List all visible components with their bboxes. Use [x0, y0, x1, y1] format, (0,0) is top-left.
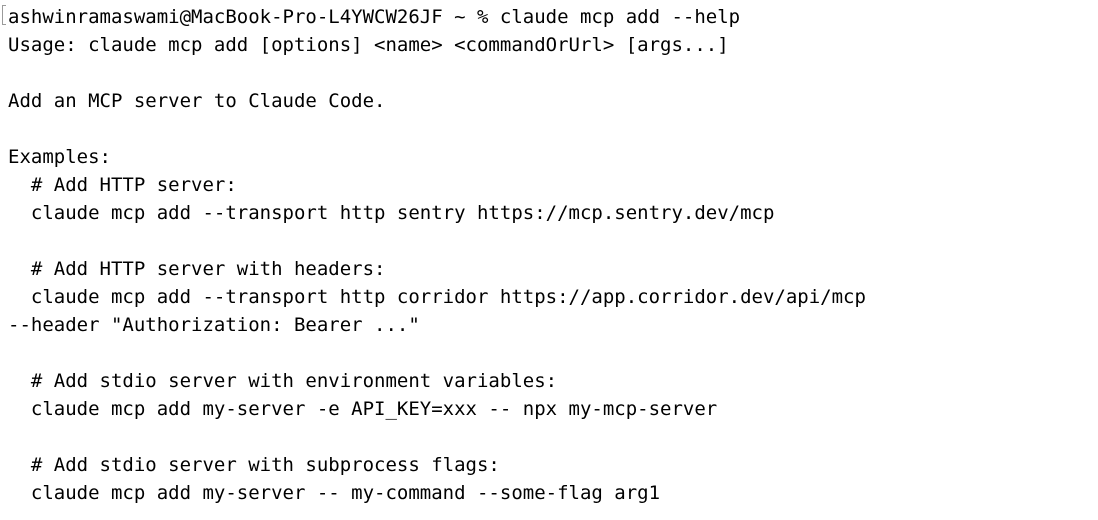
- examples-heading: Examples:: [8, 146, 111, 168]
- selection-bracket-icon: [2, 5, 6, 25]
- example-command-http-headers: claude mcp add --transport http corridor…: [8, 286, 866, 308]
- example-command-stdio-env: claude mcp add my-server -e API_KEY=xxx …: [8, 398, 718, 420]
- example-command-http-headers-wrap: --header "Authorization: Bearer ...": [8, 314, 420, 336]
- blank-line: [8, 339, 1098, 367]
- example-comment-stdio-env: # Add stdio server with environment vari…: [8, 370, 558, 392]
- example-comment-stdio-flags: # Add stdio server with subprocess flags…: [8, 454, 500, 476]
- example-command-stdio-flags: claude mcp add my-server -- my-command -…: [8, 482, 661, 504]
- example-comment-http: # Add HTTP server:: [8, 174, 237, 196]
- example-comment-http-headers: # Add HTTP server with headers:: [8, 258, 386, 280]
- blank-line: [8, 115, 1098, 143]
- prompt-line: ashwinramaswami@MacBook-Pro-L4YWCW26JF ~…: [8, 6, 741, 28]
- example-command-http: claude mcp add --transport http sentry h…: [8, 202, 775, 224]
- description-line: Add an MCP server to Claude Code.: [8, 90, 386, 112]
- blank-line: [8, 59, 1098, 87]
- blank-line: [8, 227, 1098, 255]
- blank-line: [8, 423, 1098, 451]
- usage-line: Usage: claude mcp add [options] <name> <…: [8, 34, 729, 56]
